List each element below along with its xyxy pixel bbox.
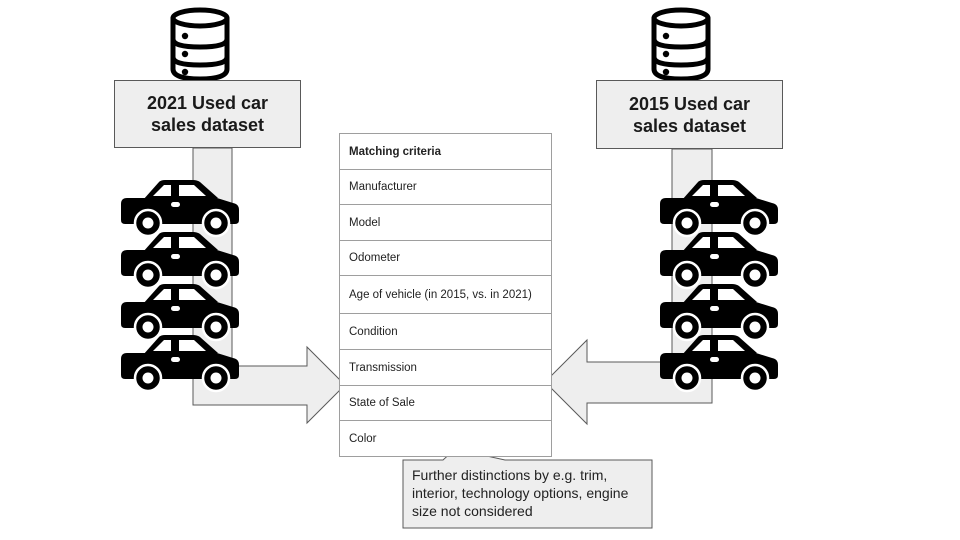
database-icon-left — [173, 10, 227, 79]
table-cell: State of Sale — [339, 385, 552, 421]
table-header-row: Matching criteria — [339, 133, 552, 170]
table-cell: Odometer — [339, 240, 552, 276]
callout-note: Further distinctions by e.g. trim, inter… — [412, 467, 629, 519]
table-row: Age of vehicle (in 2015, vs. in 2021) — [339, 275, 552, 314]
table-cell: Condition — [339, 313, 552, 350]
database-icon-right — [654, 10, 708, 79]
table-cell: Transmission — [339, 349, 552, 386]
matching-criteria-table: Matching criteria Manufacturer Model Odo… — [339, 133, 552, 457]
dataset-2021-box: 2021 Used car sales dataset — [114, 80, 301, 148]
table-row: Model — [339, 204, 552, 241]
dataset-2015-box: 2015 Used car sales dataset — [596, 80, 783, 149]
table-row: Manufacturer — [339, 169, 552, 205]
table-cell: Model — [339, 204, 552, 241]
table-row: State of Sale — [339, 385, 552, 421]
table-header-cell: Matching criteria — [339, 133, 552, 170]
table-row: Odometer — [339, 240, 552, 276]
dataset-2015-label: 2015 Used car sales dataset — [628, 93, 751, 136]
table-cell: Manufacturer — [339, 169, 552, 205]
table-row: Condition — [339, 313, 552, 350]
dataset-2021-label: 2021 Used car sales dataset — [146, 93, 269, 135]
table-row: Transmission — [339, 349, 552, 386]
callout-bubble — [402, 448, 653, 529]
table-row: Color — [339, 420, 552, 457]
table-cell: Color — [339, 420, 552, 457]
table-cell: Age of vehicle (in 2015, vs. in 2021) — [339, 275, 552, 314]
